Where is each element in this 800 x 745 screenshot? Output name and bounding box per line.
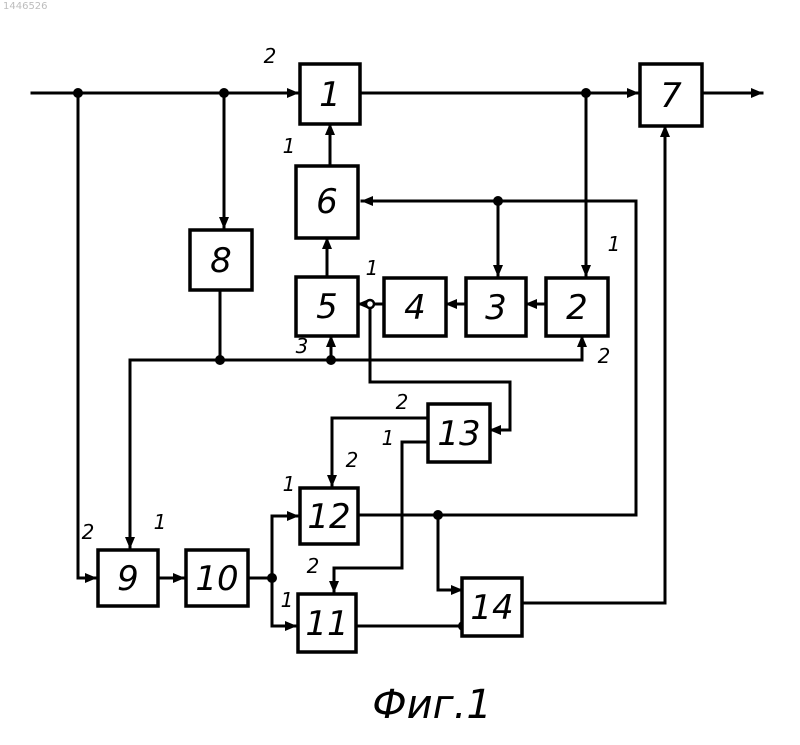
- line-block-14-to-block-7: [522, 126, 665, 603]
- junction-dot: [219, 88, 229, 98]
- block-2: 2: [546, 278, 608, 336]
- junction-dot: [326, 355, 336, 365]
- figure-caption: Фиг.1: [372, 682, 492, 728]
- port-label: 1: [382, 426, 395, 450]
- junction-dot: [73, 88, 83, 98]
- block-13-label: 13: [437, 414, 480, 454]
- port-label: 2: [346, 448, 359, 472]
- port-label: 1: [283, 472, 296, 496]
- port-label: 2: [82, 520, 95, 544]
- block-2-label: 2: [566, 288, 588, 328]
- block-7-label: 7: [660, 76, 682, 116]
- junction-open-dot: [366, 300, 374, 308]
- port-label: 1: [283, 134, 296, 158]
- block-6: 6: [296, 166, 358, 238]
- block-11-label: 11: [305, 604, 348, 644]
- block-1-label: 1: [319, 75, 341, 115]
- block-8-label: 8: [210, 241, 232, 281]
- block-10: 10: [186, 550, 248, 606]
- block-12-label: 12: [307, 497, 350, 537]
- block-4-label: 4: [404, 288, 426, 328]
- block-5: 5: [296, 277, 358, 336]
- port-label: 1: [281, 588, 294, 612]
- junction-dot: [433, 510, 443, 520]
- junction-dot: [267, 573, 277, 583]
- port-label: 1: [154, 510, 167, 534]
- block-1: 1: [300, 64, 360, 124]
- junction-dot: [215, 355, 225, 365]
- block-8: 8: [190, 230, 252, 290]
- block-14: 14: [462, 578, 522, 636]
- port-label: 1: [608, 232, 621, 256]
- port-label: 2: [396, 390, 409, 414]
- line-block-12-to-block-14: [438, 515, 462, 590]
- block-5-label: 5: [316, 287, 338, 327]
- block-6-label: 6: [316, 182, 338, 222]
- port-label: 1: [366, 256, 379, 280]
- port-label: 2: [307, 554, 320, 578]
- block-12: 12: [300, 488, 358, 544]
- block-4: 4: [384, 278, 446, 336]
- block-3: 3: [466, 278, 526, 336]
- block-9-label: 9: [117, 559, 139, 599]
- block-14-label: 14: [470, 588, 513, 628]
- block-9: 9: [98, 550, 158, 606]
- block-7: 7: [640, 64, 702, 126]
- port-label: 2: [598, 344, 611, 368]
- block-13: 13: [428, 404, 490, 462]
- port-label: 3: [296, 334, 309, 358]
- port-label: 2: [264, 44, 277, 68]
- line-input-to-block-9: [78, 93, 96, 578]
- block-3-label: 3: [485, 288, 507, 328]
- connection-lines: [32, 93, 762, 626]
- block-11: 11: [298, 594, 356, 652]
- document-number: 1446526: [3, 1, 48, 12]
- junction-dot: [581, 88, 591, 98]
- block-10-label: 10: [195, 559, 238, 599]
- junction-dot: [493, 196, 503, 206]
